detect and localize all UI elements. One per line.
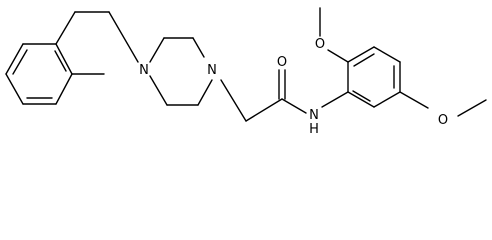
atom-label-n-piperazine-right: N [207, 63, 217, 78]
methoxy-top [319, 7, 349, 63]
benzylic-bonds [55, 11, 139, 63]
atom-label-o-carbonyl: O [277, 55, 287, 70]
atom-label-n-amide: N [309, 108, 319, 123]
piperazine-ring [149, 37, 213, 106]
benzene-ring-left [5, 43, 73, 105]
acetamide-linker [220, 69, 307, 122]
atom-label-o-methoxy-right: O [438, 113, 448, 128]
atom-label-o-methoxy-top: O [315, 37, 325, 52]
chemical-structure: N N O N H O O [5, 7, 487, 137]
benzene-ring-right [321, 46, 401, 108]
methoxy-right [399, 91, 487, 117]
atom-label-h-amide: H [309, 122, 319, 137]
atom-label-n-piperazine-left: N [139, 63, 149, 78]
